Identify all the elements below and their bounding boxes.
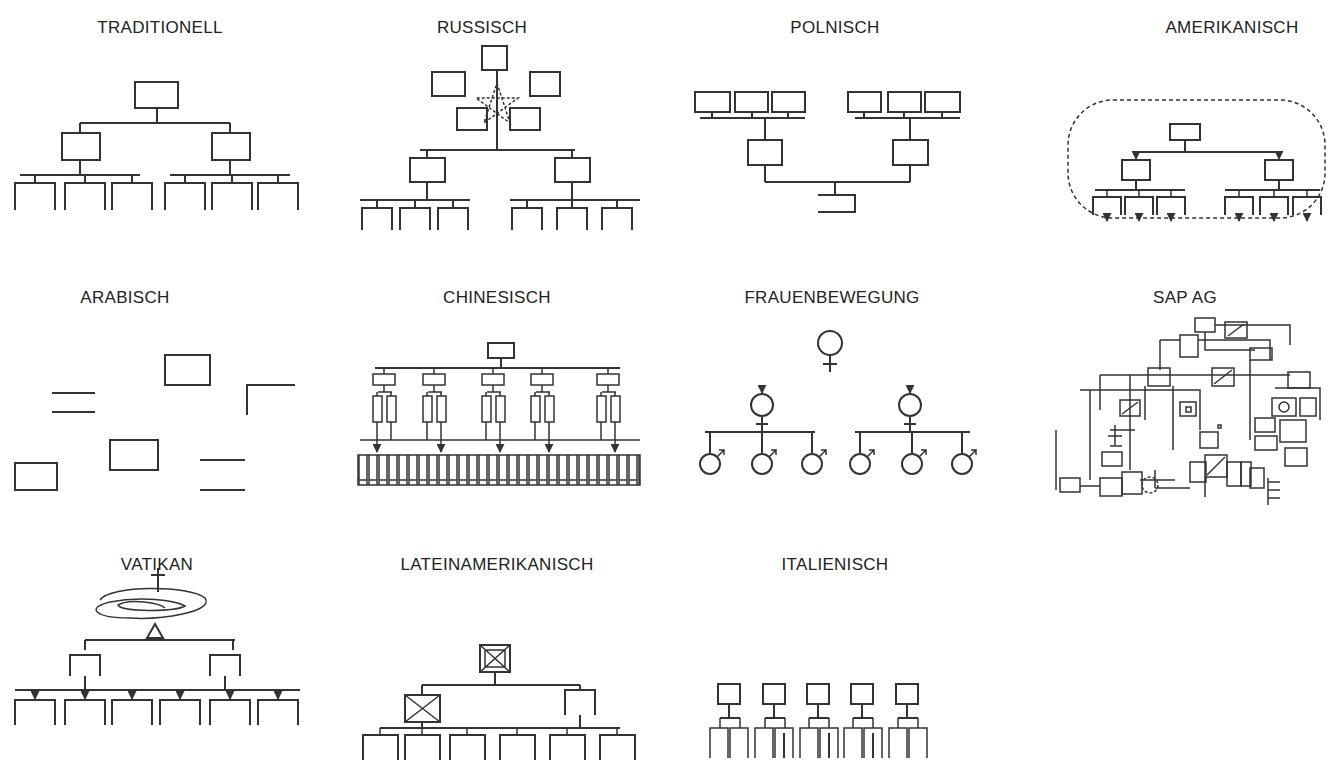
chart-heading: RUSSISCH — [437, 18, 527, 38]
chart-heading: CHINESISCH — [443, 288, 551, 308]
chart-heading: TRADITIONELL — [97, 18, 222, 38]
italian-chart — [710, 684, 927, 758]
chinese-chart — [358, 343, 640, 485]
latin-american-chart — [363, 645, 635, 760]
sap-chart — [1056, 318, 1320, 505]
chart-heading: ARABISCH — [80, 288, 169, 308]
american-chart — [1068, 100, 1325, 221]
traditional-chart — [15, 82, 298, 210]
polish-chart — [695, 92, 960, 212]
vatican-chart — [15, 568, 300, 725]
chart-heading: VATIKAN — [121, 555, 193, 575]
arabic-chart — [15, 355, 295, 490]
chart-heading: SAP AG — [1153, 288, 1217, 308]
russian-chart — [360, 46, 640, 230]
chart-heading: FRAUENBEWEGUNG — [744, 288, 919, 308]
chart-heading: LATEINAMERIKANISCH — [400, 555, 593, 575]
women-movement-chart — [700, 331, 976, 474]
chart-heading: AMERIKANISCH — [1165, 18, 1298, 38]
chart-heading: POLNISCH — [790, 18, 879, 38]
chart-heading: ITALIENISCH — [782, 555, 889, 575]
